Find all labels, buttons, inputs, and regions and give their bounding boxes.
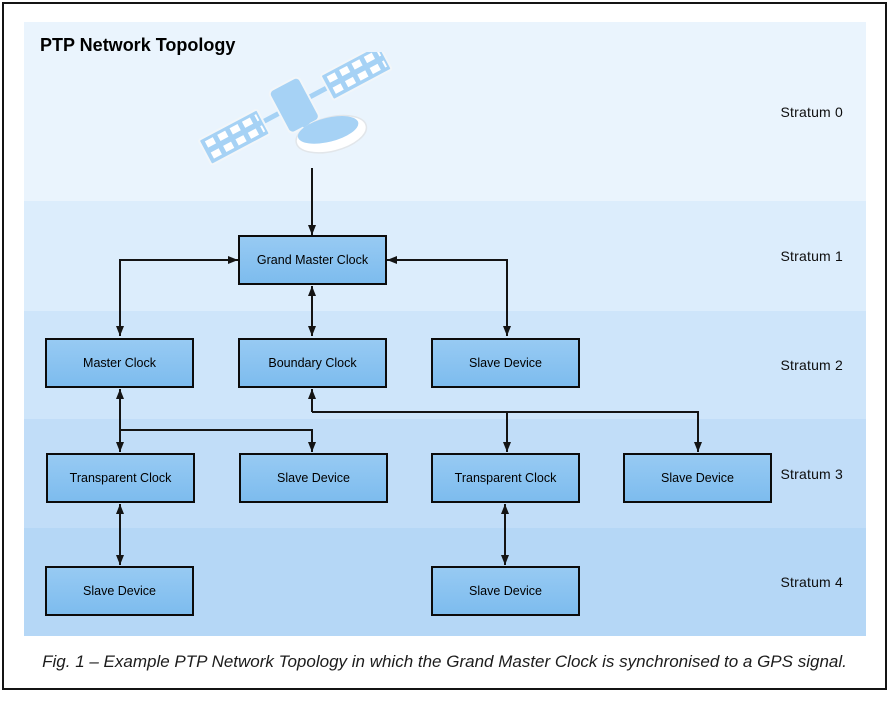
node-boundary-clock: Boundary Clock: [238, 338, 387, 388]
node-transparent-clock-left: Transparent Clock: [46, 453, 195, 503]
gps-satellite-icon: [198, 44, 398, 174]
node-slave-device-stratum3-right: Slave Device: [623, 453, 772, 503]
node-transparent-clock-right: Transparent Clock: [431, 453, 580, 503]
figure-caption: Fig. 1 – Example PTP Network Topology in…: [42, 652, 847, 671]
stratum-label-3: Stratum 3: [780, 465, 843, 482]
node-grand-master-clock: Grand Master Clock: [238, 235, 387, 285]
stratum-label-1: Stratum 1: [780, 248, 843, 264]
stratum-label-2: Stratum 2: [780, 357, 843, 373]
node-slave-device-stratum4-left: Slave Device: [45, 566, 194, 616]
node-slave-device-stratum4-right: Slave Device: [431, 566, 580, 616]
node-slave-device-stratum3-mid: Slave Device: [239, 453, 388, 503]
diagram-title: PTP Network Topology: [40, 35, 236, 55]
node-master-clock: Master Clock: [45, 338, 194, 388]
stratum-label-4: Stratum 4: [780, 574, 843, 590]
stratum-label-0: Stratum 0: [780, 103, 843, 120]
stratum-band-1: Stratum 1: [24, 201, 866, 311]
stratum-band-0: Stratum 0: [24, 22, 866, 201]
node-slave-device-stratum2: Slave Device: [431, 338, 580, 388]
